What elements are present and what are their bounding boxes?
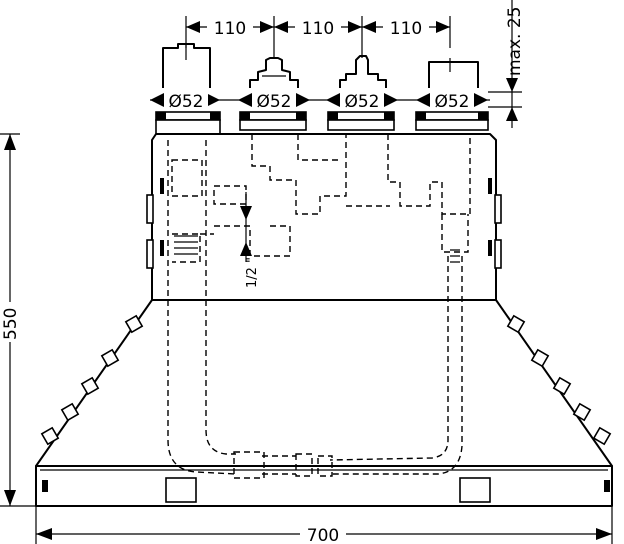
body-outline (146, 133, 502, 301)
diameter-label-1: Ø52 (168, 92, 203, 112)
valve-2 (249, 57, 299, 88)
internal-piping (167, 134, 471, 479)
valve-1 (162, 43, 211, 88)
diameter-label-2: Ø52 (256, 92, 291, 112)
thread-annotation: 1/2 " (240, 192, 260, 288)
valve-4 (428, 58, 479, 88)
lower-housing (35, 299, 613, 507)
spacing-label-1: 110 (214, 19, 246, 39)
diameter-label-4: Ø52 (434, 92, 469, 112)
thread-label: 1/2 " (245, 257, 260, 288)
spacing-label-3: 110 (390, 19, 422, 39)
height-label: 550 (1, 308, 21, 340)
diameter-label-3: Ø52 (344, 92, 379, 112)
width-dimension: 700 (35, 506, 613, 544)
spacing-label-2: 110 (302, 19, 334, 39)
max-projection-label: max. 25 (505, 7, 525, 76)
valve-3 (339, 55, 387, 88)
diameter-row: Ø52 Ø52 Ø52 Ø52 (150, 91, 490, 112)
height-dimension: 550 (0, 133, 36, 507)
spacing-dimension: 110 110 110 (185, 16, 451, 58)
width-label: 700 (307, 526, 339, 544)
max-projection-dimension: max. 25 (488, 0, 525, 128)
flanges (155, 111, 489, 135)
